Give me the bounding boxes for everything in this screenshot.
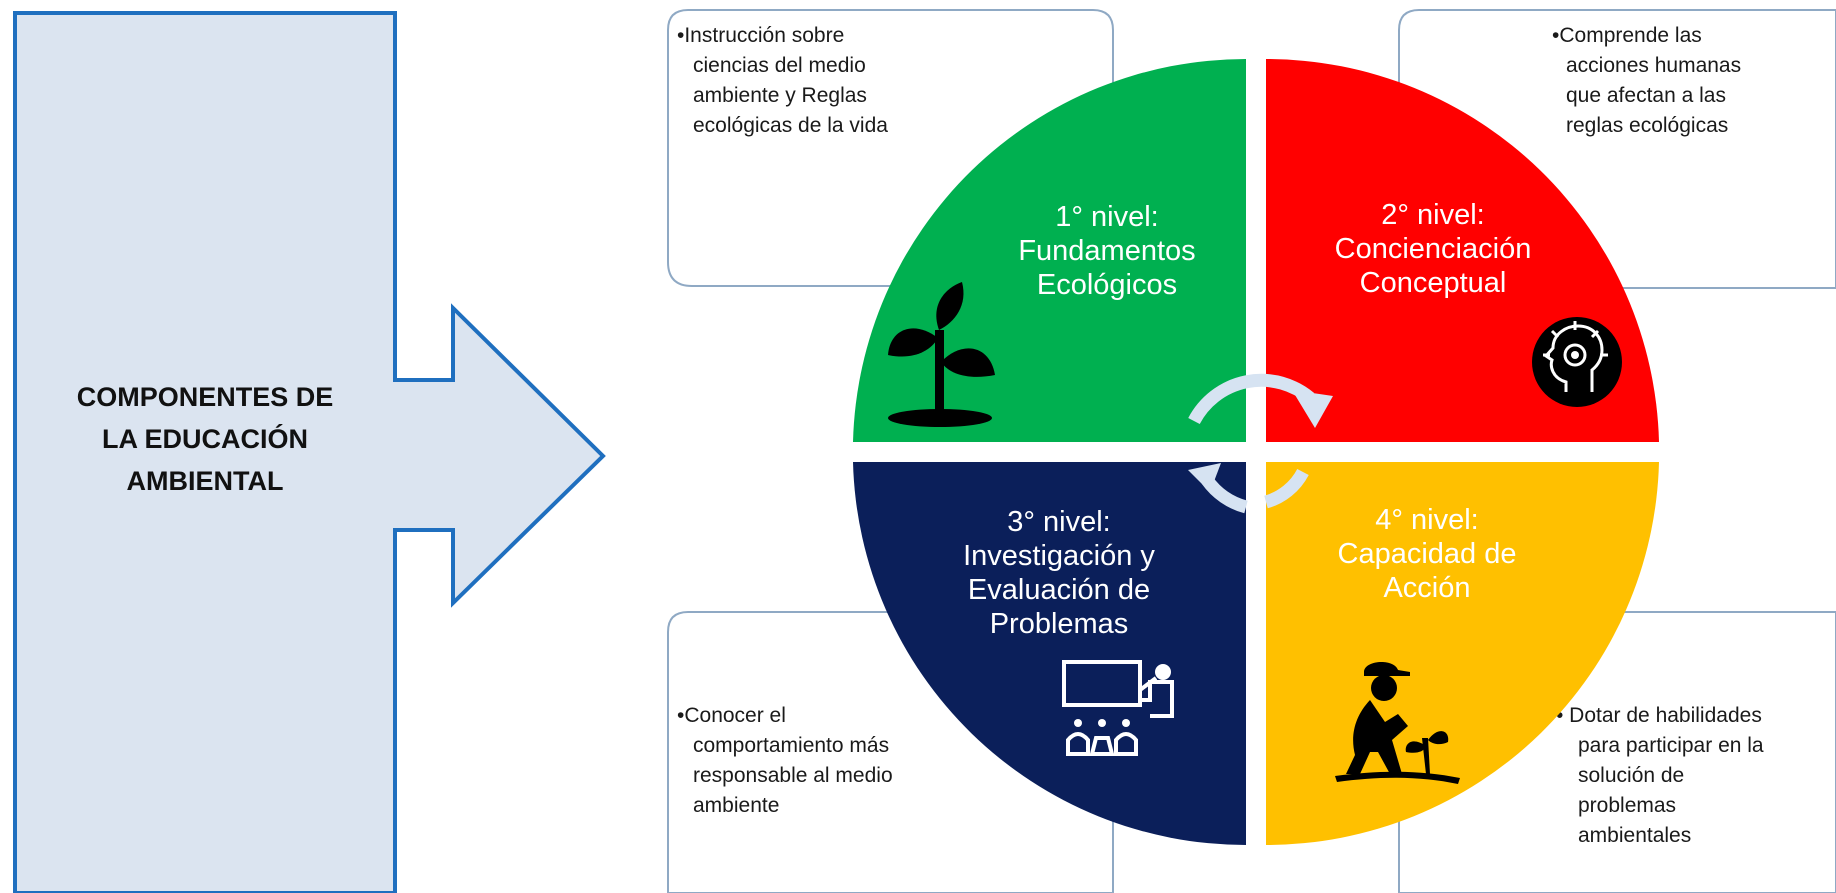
gardener-icon xyxy=(1335,661,1460,784)
level-1-line-3: Ecológicos xyxy=(1037,269,1177,301)
description-2-line-1: •Comprende las xyxy=(1552,24,1702,47)
description-3-line-4: ambiente xyxy=(693,794,779,817)
level-4-line-3: Acción xyxy=(1383,572,1470,604)
description-3-line-2: comportamiento más xyxy=(693,734,889,757)
level-3-line-1: 3° nivel: xyxy=(1007,506,1110,538)
cycle-arrow-right-icon xyxy=(1263,468,1309,509)
arrow-label-line-3: AMBIENTAL xyxy=(127,466,284,496)
description-4-line-2: para participar en la xyxy=(1578,734,1764,757)
description-1-line-1: •Instrucción sobre xyxy=(677,24,844,47)
description-1-line-3: ambiente y Reglas xyxy=(693,84,867,107)
description-1-line-2: ciencias del medio xyxy=(693,54,866,77)
level-3-line-3: Evaluación de xyxy=(968,574,1150,606)
cycle-arrow-bottom-head-icon xyxy=(1188,463,1221,492)
level-3-line-2: Investigación y xyxy=(963,540,1155,572)
plant-icon xyxy=(888,282,995,427)
level-4-line-1: 4° nivel: xyxy=(1375,504,1478,536)
block-arrow: COMPONENTES DE LA EDUCACIÓN AMBIENTAL xyxy=(13,11,606,893)
level-1-label: 1° nivel: Fundamentos Ecológicos xyxy=(1018,201,1195,301)
level-1-line-2: Fundamentos xyxy=(1018,235,1195,267)
level-2-line-1: 2° nivel: xyxy=(1381,199,1484,231)
level-4-line-2: Capacidad de xyxy=(1338,538,1517,570)
arrow-label-line-2: LA EDUCACIÓN xyxy=(102,423,308,454)
description-2-line-4: reglas ecológicas xyxy=(1566,114,1728,137)
level-2-label: 2° nivel: Concienciación Conceptual xyxy=(1335,199,1532,299)
description-4-line-4: problemas xyxy=(1578,794,1676,817)
cycle-circle xyxy=(853,58,1659,846)
level-3-label: 3° nivel: Investigación y Evaluación de … xyxy=(963,506,1155,640)
description-4-line-3: solución de xyxy=(1578,764,1684,787)
description-4-line-1: • Dotar de habilidades xyxy=(1556,704,1762,727)
cycle-arrows xyxy=(1188,373,1333,514)
level-4-label: 4° nivel: Capacidad de Acción xyxy=(1338,504,1517,604)
level-1-line-1: 1° nivel: xyxy=(1055,201,1158,233)
quadrant-level-1 xyxy=(853,58,1246,442)
cycle-arrow-top-icon xyxy=(1188,373,1315,425)
level-2-line-2: Concienciación xyxy=(1335,233,1532,265)
arrow-label-line-1: COMPONENTES DE xyxy=(77,382,334,412)
quadrant-level-3 xyxy=(853,462,1246,845)
description-2-line-2: acciones humanas xyxy=(1566,54,1741,77)
cycle-arrow-top-head-icon xyxy=(1292,390,1333,428)
description-3-line-1: •Conocer el xyxy=(677,704,786,727)
description-4-line-5: ambientales xyxy=(1578,824,1691,847)
level-2-line-3: Conceptual xyxy=(1360,267,1507,299)
idea-head-icon xyxy=(1532,317,1622,407)
presentation-icon xyxy=(1062,660,1174,756)
level-3-line-4: Problemas xyxy=(990,608,1129,640)
description-3-line-3: responsable al medio xyxy=(693,764,893,787)
description-2-line-3: que afectan a las xyxy=(1566,84,1726,107)
description-1-line-4: ecológicas de la vida xyxy=(693,114,888,137)
